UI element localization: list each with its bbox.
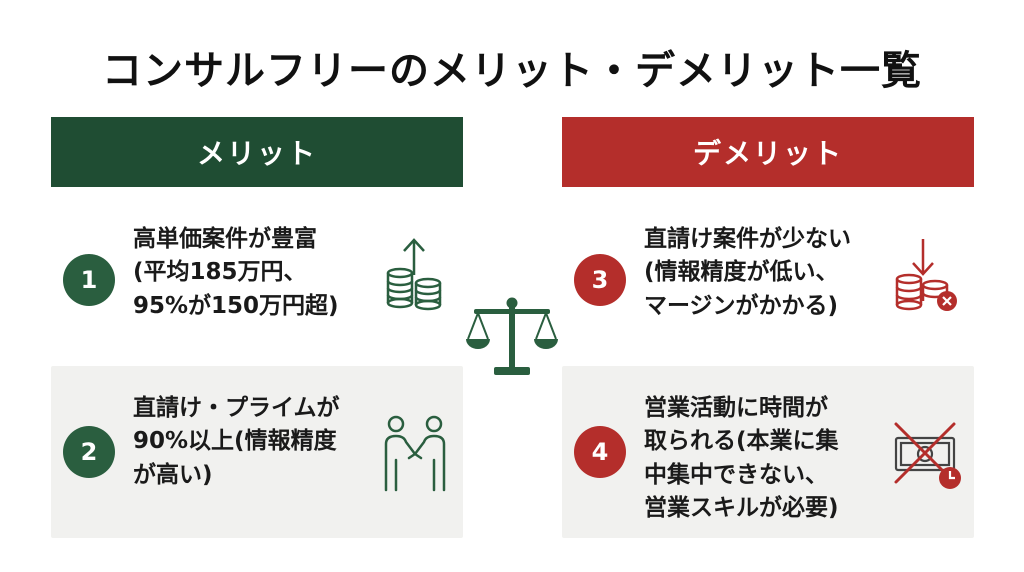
text-line: 90%以上(情報精度 [133,428,337,455]
merit-header: メリット [51,117,463,187]
text-line: 直請け案件が少ない [644,226,851,252]
number-badge: 2 [63,426,115,478]
balance-scale-icon [466,297,558,375]
number-badge: 4 [574,426,626,478]
text-line: マージンがかかる) [644,292,839,319]
coins-arrow-down-icon [895,239,957,311]
text-line: 直請け・プライムが [133,395,340,421]
text-line: 営業スキルが必要) [644,495,839,522]
demerit-text-4: 営業活動に時間が 取られる(本業に集 中集中できない、 営業スキルが必要) [644,392,879,525]
demerit-card-4: 4 営業活動に時間が 取られる(本業に集 中集中できない、 営業スキルが必要) [562,366,974,538]
number-badge: 3 [574,254,626,306]
demerit-header: デメリット [562,117,974,187]
text-line: 95%が150万円超) [133,292,339,319]
text-line: (情報精度が低い、 [644,259,839,286]
text-line: 取られる(本業に集 [644,428,839,455]
number-badge: 1 [63,254,115,306]
merit-text-2: 直請け・プライムが 90%以上(情報精度 が高い) [133,392,368,492]
merit-card-2: 2 直請け・プライムが 90%以上(情報精度 が高い) [51,366,463,538]
text-line: が高い) [133,461,213,488]
coins-arrow-up-icon [386,238,442,311]
crossed-money-clock-icon [894,422,961,489]
page-title: コンサルフリーのメリット・デメリット一覧 [102,48,922,94]
text-line: 高単価案件が豊富 [133,226,317,252]
handshake-icon [384,415,446,492]
demerit-text-3: 直請け案件が少ない (情報精度が低い、 マージンがかかる) [644,223,879,323]
text-line: 中集中できない、 [644,461,828,488]
merit-text-1: 高単価案件が豊富 (平均185万円、 95%が150万円超) [133,223,368,323]
demerit-card-3: 3 直請け案件が少ない (情報精度が低い、 マージンがかかる) [562,205,974,355]
text-line: 営業活動に時間が [644,395,828,421]
text-line: (平均185万円、 [133,259,307,286]
merit-card-1: 1 高単価案件が豊富 (平均185万円、 95%が150万円超) [51,205,463,355]
